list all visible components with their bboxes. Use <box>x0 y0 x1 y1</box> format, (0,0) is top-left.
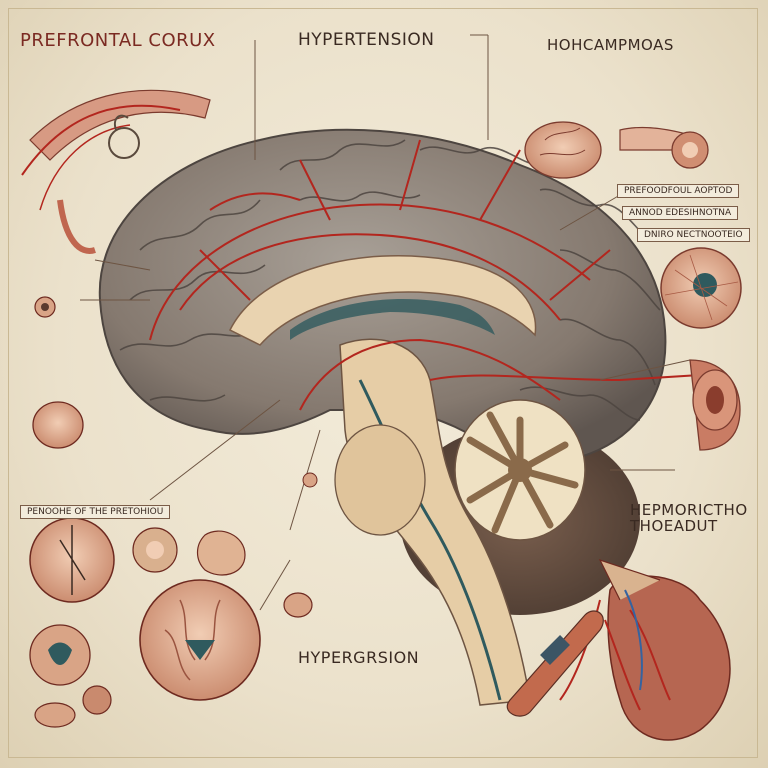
hypergrsion-heading: HYPERGRSION <box>298 648 420 667</box>
pill-capsule <box>506 610 604 717</box>
vessel-segment <box>689 359 741 451</box>
heart-heading-line-1: HEPMORICTHO <box>630 501 748 519</box>
poster-border <box>8 8 758 758</box>
spinal-fragment-illustration <box>21 89 211 254</box>
corpus-callosum <box>228 255 537 346</box>
boxed-label-right-3: DNIRO NECTNOOTEIO <box>637 228 750 242</box>
hippocampus-sketches <box>524 121 709 179</box>
hippocampus-heading: HOHCAMPMOAS <box>547 36 674 54</box>
heart-heading-line-2: THOEADUT <box>630 517 718 535</box>
boxed-label-right-2: ANNOD EDESIHNOTNA <box>622 206 739 220</box>
heart-heading: HEPMORICTHO THOEADUT <box>630 502 748 534</box>
right-cross-section <box>660 247 742 329</box>
left-small-specimens <box>32 296 318 488</box>
bottom-left-cross-sections <box>29 517 313 728</box>
arbor-vitae <box>454 399 586 541</box>
hypertension-heading: HYPERTENSION <box>298 30 435 50</box>
prefrontal-cortex-heading: PREFRONTAL CORUX <box>20 30 216 51</box>
blood-vessels <box>149 139 701 411</box>
heart-illustration <box>559 558 731 741</box>
boxed-label-left: PENOOHE OF THE PRETOHIOU <box>20 505 171 519</box>
boxed-label-right-1: PREFOODFOUL AOPTOD <box>617 184 740 198</box>
